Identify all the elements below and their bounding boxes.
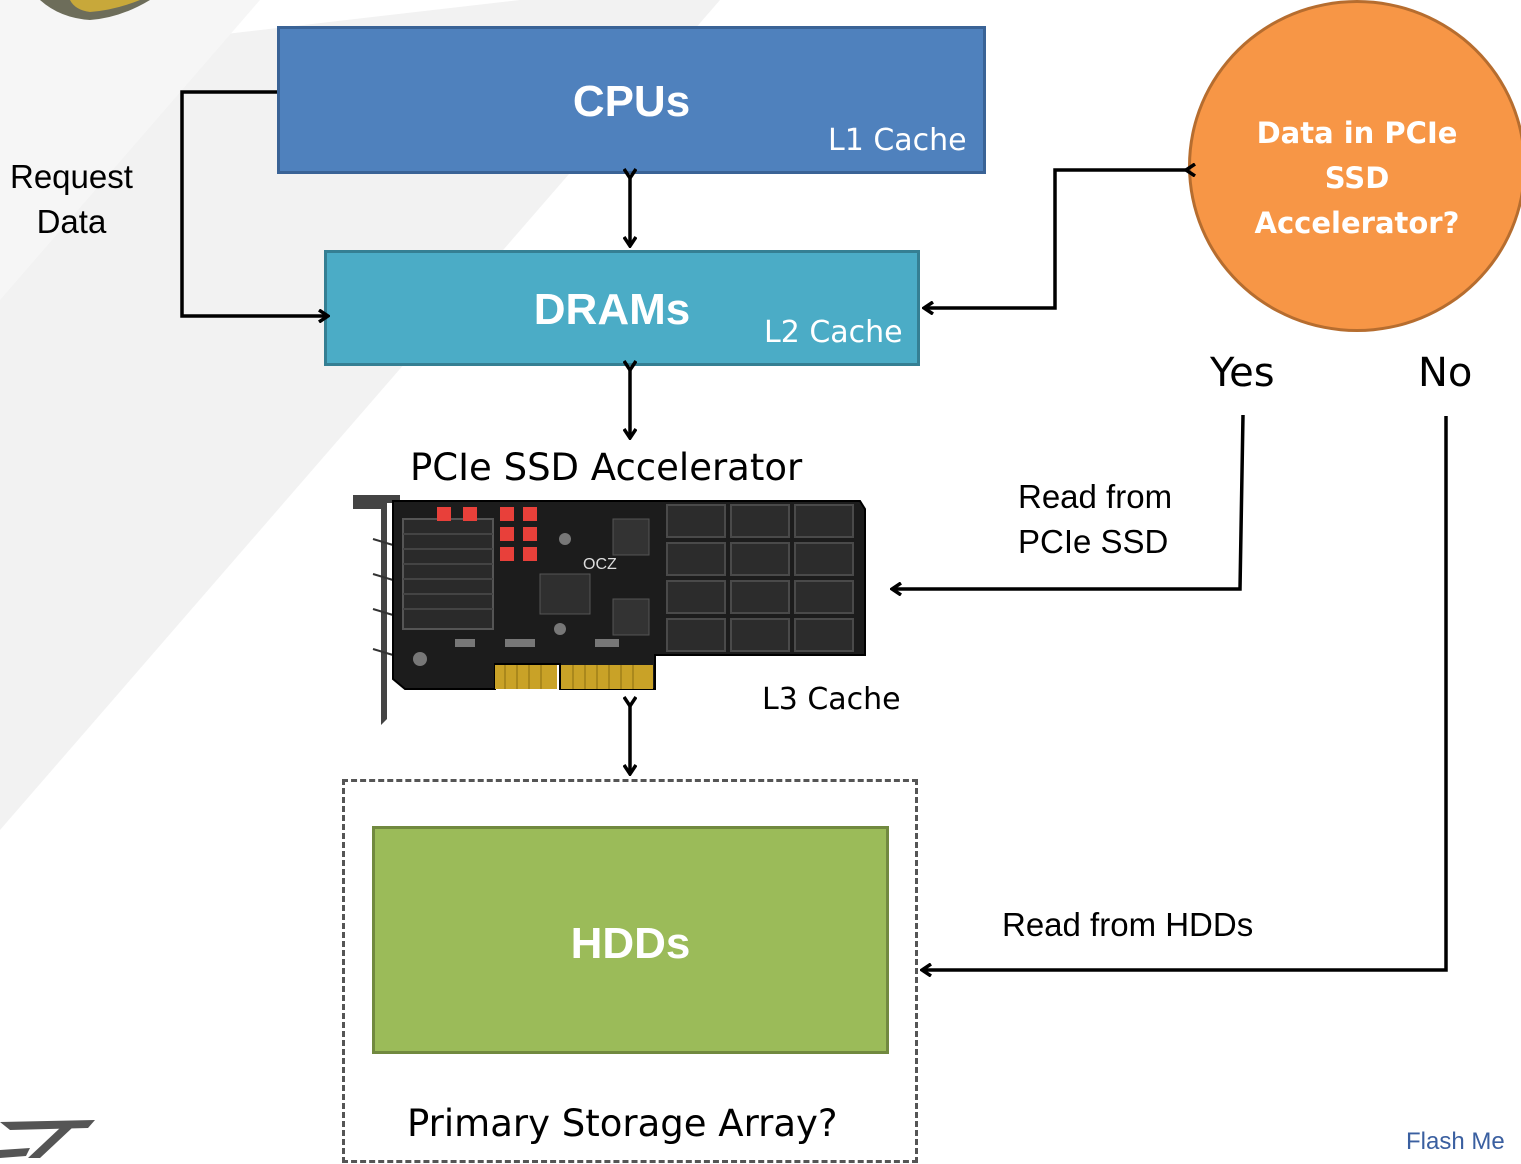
ocz-logo-icon	[0, 1120, 95, 1158]
decision-line-3: Accelerator?	[1254, 206, 1460, 240]
primary-storage-label: Primary Storage Array?	[407, 1102, 838, 1145]
footer-text: Flash Me	[1406, 1128, 1505, 1155]
l1-cache-label: L1 Cache	[828, 123, 967, 158]
corner-logo-fragment-icon	[40, 0, 150, 20]
no-label: No	[1418, 350, 1473, 396]
read-from-ssd-label: Read from PCIe SSD	[1018, 474, 1172, 564]
dram-box: DRAMs L2 Cache	[324, 250, 920, 366]
hdd-box: HDDs	[372, 826, 889, 1054]
decision-circle: Data in PCIe SSD Accelerator?	[1188, 0, 1521, 332]
hdd-title: HDDs	[570, 919, 691, 968]
read-from-hdds-label: Read from HDDs	[1002, 906, 1254, 943]
request-line-2: Data	[36, 203, 107, 240]
cpu-box: CPUs L1 Cache	[277, 26, 986, 174]
cpu-title: CPUs	[572, 77, 691, 126]
ocz-card-brand: OCZ	[583, 556, 617, 573]
decision-line-2: SSD	[1324, 161, 1390, 195]
request-data-label: Request Data	[10, 154, 133, 244]
read-ssd-line-2: PCIe SSD	[1018, 523, 1169, 560]
yes-label: Yes	[1210, 350, 1275, 396]
pcie-ssd-card-image: OCZ	[353, 495, 866, 725]
decision-line-1: Data in PCIe	[1256, 116, 1458, 150]
read-ssd-line-1: Read from	[1018, 478, 1173, 515]
l2-cache-label: L2 Cache	[764, 315, 903, 350]
primary-storage-frame	[342, 779, 918, 1163]
dram-title: DRAMs	[533, 285, 691, 334]
l3-cache-label: L3 Cache	[762, 682, 901, 717]
request-line-1: Request	[10, 158, 133, 195]
ssd-accelerator-title: PCIe SSD Accelerator	[410, 446, 803, 489]
